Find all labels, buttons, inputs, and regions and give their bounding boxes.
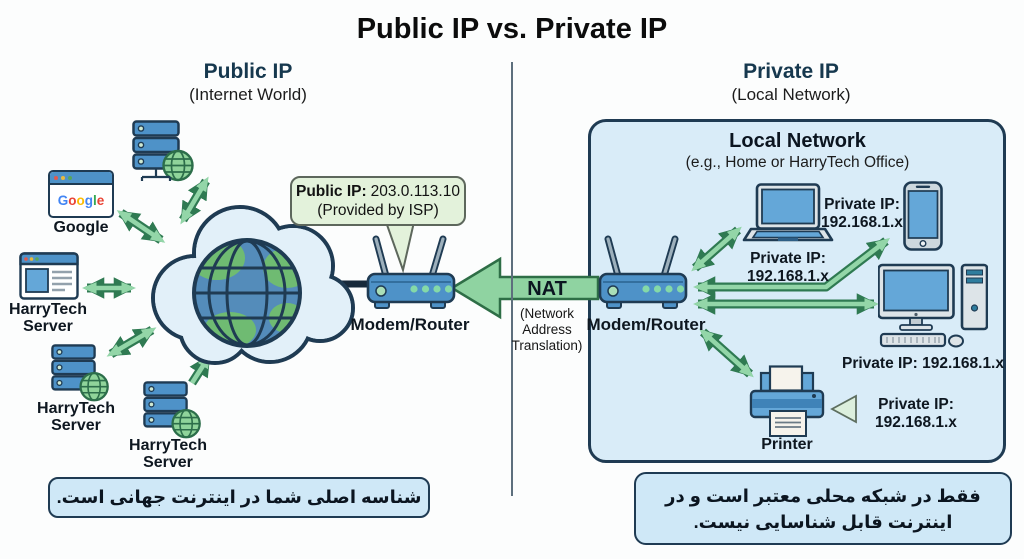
nat-subtitle: (Network Address Translation) [511,306,583,353]
section-divider [511,62,513,496]
lan-title: Local Network [729,130,866,152]
harrytech-server3-icon [142,381,204,441]
private-ip-header: Private IP (Local Network) [591,60,991,105]
printer-callout-pointer [830,394,857,424]
harrytech-server3-label: HarryTech Server [129,437,207,471]
internet-server-icon [132,120,196,184]
public-ip-note: شناسه اصلی شما در اینترنت جهانی است. [48,477,430,518]
nat-arrow [449,256,600,320]
modem-router-left-icon [366,234,458,312]
modem-router-left-label: Modem/Router [350,315,470,334]
google-label: Google [53,219,109,236]
public-ip-subheading: (Internet World) [189,85,307,104]
phone-ip-label: Private IP: 192.168.1.x [821,196,903,231]
printer-icon [745,365,829,439]
printer-ip-label: Private IP: 192.168.1.x [875,396,957,431]
nat-label: NAT [527,278,567,300]
harrytech-server-window-icon [19,252,79,300]
browser-dot-yellow [61,175,65,180]
page-title: Public IP vs. Private IP [356,13,668,45]
laptop-ip-label: Private IP: 192.168.1.x [747,250,829,285]
desktop-computer-icon [878,263,988,349]
arrow-modem-phone [692,237,891,298]
private-ip-subheading: (Local Network) [731,85,851,104]
arrow-modem-printer [699,328,754,378]
arrow-server2-cloud [106,326,157,358]
arrow-modem-laptop [691,226,742,272]
public-ip-callout: Public IP:203.0.113.10 (Provided by ISP) [290,176,466,226]
lan-subtitle: (e.g., Home or HarryTech Office) [685,154,910,171]
browser-titlebar [50,172,112,185]
public-ip-header: Public IP (Internet World) [48,60,448,105]
modem-router-right-label: Modem/Router [586,315,706,334]
public-ip-heading: Public IP [203,60,293,83]
browser-dot-red [54,175,58,180]
modem-router-right-icon [598,234,690,312]
private-ip-heading: Private IP [743,60,839,83]
desktop-ip-label: Private IP: 192.168.1.x [841,355,1004,372]
harrytech-server2-icon [50,344,112,404]
private-ip-note: فقط در شبکه محلی معتبر است و در اینترنت … [634,472,1012,545]
arrow-topserver-cloud [179,176,210,225]
arrow-google-cloud [116,209,166,244]
harrytech-server-label: HarryTech Server [9,301,87,335]
browser-dot-green [68,175,72,180]
harrytech-server2-label: HarryTech Server [37,400,115,434]
printer-label: Printer [761,436,813,453]
